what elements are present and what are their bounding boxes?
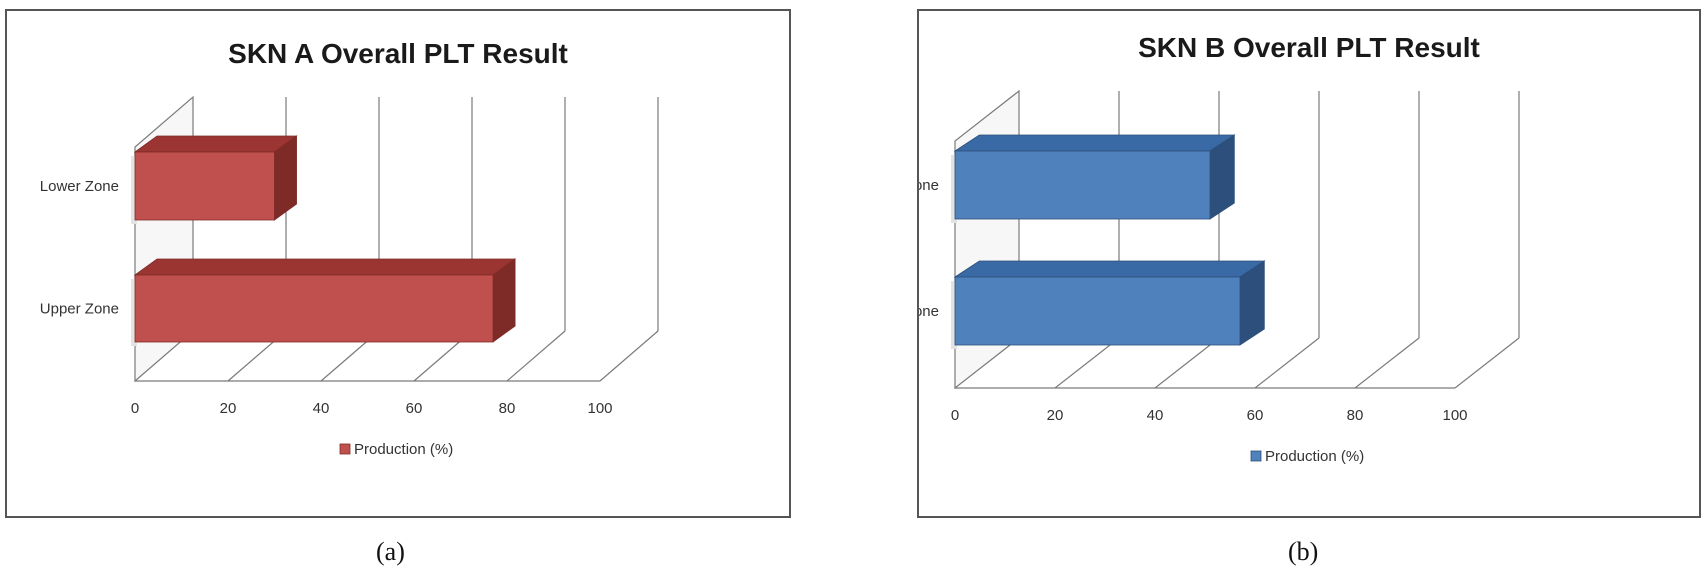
bar-shadow [951,281,957,349]
bar-shadow [131,279,137,346]
chart-b-tick-label: 0 [951,407,959,424]
chart-a-floor-gridline [506,330,566,382]
bar-top-face [953,260,1266,278]
bar-top-face [953,134,1236,152]
bar-top-face [133,135,298,153]
bar-shadow [131,156,137,224]
caption-b: (b) [1288,537,1319,566]
legend-label: Production (%) [354,441,453,458]
bar-front-face [134,274,494,343]
chart-b-bar-lower-zone [951,134,1236,223]
chart-b-tick-label: 60 [1247,407,1264,424]
chart-b-floor-gridline [1054,337,1120,389]
chart-b-tick-label: 100 [1442,407,1467,424]
bar-top-face [133,258,517,276]
chart-b-floor-gridline [1254,337,1320,389]
chart-a-tick-label: 40 [313,400,330,417]
chart-a-title: SKN A Overall PLT Result [228,38,568,69]
bar-front-face [134,151,275,221]
chart-a-floor-gridline [599,330,659,382]
chart-a-category-label: Upper Zone [40,301,119,318]
chart-b-floor-gridline [1354,337,1420,389]
chart-a-bar-lower-zone [131,135,298,224]
chart-b-tick-label: 20 [1047,407,1064,424]
chart-a-tick-label: 100 [587,400,612,417]
chart-b-title: SKN B Overall PLT Result [1138,32,1480,63]
chart-b-floor-gridline [1154,337,1220,389]
chart-a-tick-label: 80 [499,400,516,417]
chart-a-category-label: Lower Zone [40,178,119,195]
chart-a-tick-label: 60 [406,400,423,417]
legend-swatch [339,443,351,455]
chart-b-floor-gridline [1454,337,1520,389]
bar-shadow [951,155,957,223]
chart-b-category-label: Lower Zone [919,177,939,194]
chart-a-tick-label: 0 [131,400,139,417]
chart-a-legend: Production (%) [339,441,453,458]
chart-b-legend: Production (%) [1250,448,1364,465]
chart-b-tick-label: 80 [1347,407,1364,424]
chart-b-category-label: Upper Zone [919,303,939,320]
chart-a-tick-label: 20 [220,400,237,417]
bar-front-face [954,276,1241,346]
caption-a: (a) [376,537,405,566]
legend-swatch [1250,450,1262,462]
legend-label: Production (%) [1265,448,1364,465]
bar-front-face [954,150,1211,220]
chart-b-tick-label: 40 [1147,407,1164,424]
chart-b-bar-upper-zone [951,260,1266,349]
chart-a-bar-upper-zone [131,258,517,346]
